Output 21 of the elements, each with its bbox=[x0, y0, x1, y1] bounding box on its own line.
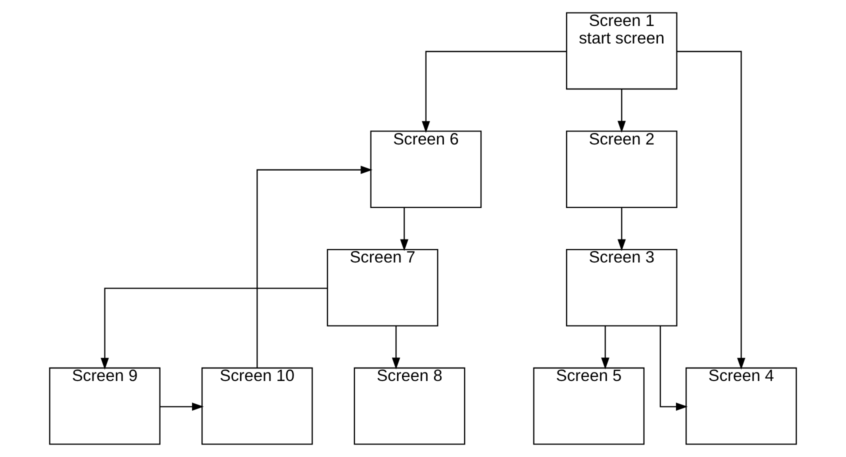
node-box: Screen 8 bbox=[354, 367, 466, 445]
node-box: Screen 1 start screen bbox=[566, 12, 678, 90]
arrow bbox=[400, 207, 408, 252]
arrow bbox=[660, 326, 688, 411]
node-box: Screen 2 bbox=[566, 130, 678, 208]
node-box: Screen 3 bbox=[566, 249, 678, 326]
node-box: Screen 10 bbox=[201, 367, 313, 445]
arrow bbox=[676, 50, 746, 370]
arrow bbox=[256, 166, 372, 368]
arrow bbox=[392, 326, 400, 370]
arrow bbox=[618, 207, 626, 252]
node-box: Screen 6 bbox=[370, 130, 482, 208]
arrow bbox=[160, 402, 204, 411]
arrow bbox=[618, 89, 626, 133]
node-box: Screen 4 bbox=[686, 367, 797, 445]
arrow bbox=[601, 326, 610, 370]
node-box: Screen 7 bbox=[326, 249, 438, 326]
node-box: Screen 9 bbox=[49, 367, 160, 445]
arrow bbox=[422, 50, 566, 133]
node-box: Screen 5 bbox=[533, 367, 645, 445]
arrow bbox=[100, 288, 328, 370]
